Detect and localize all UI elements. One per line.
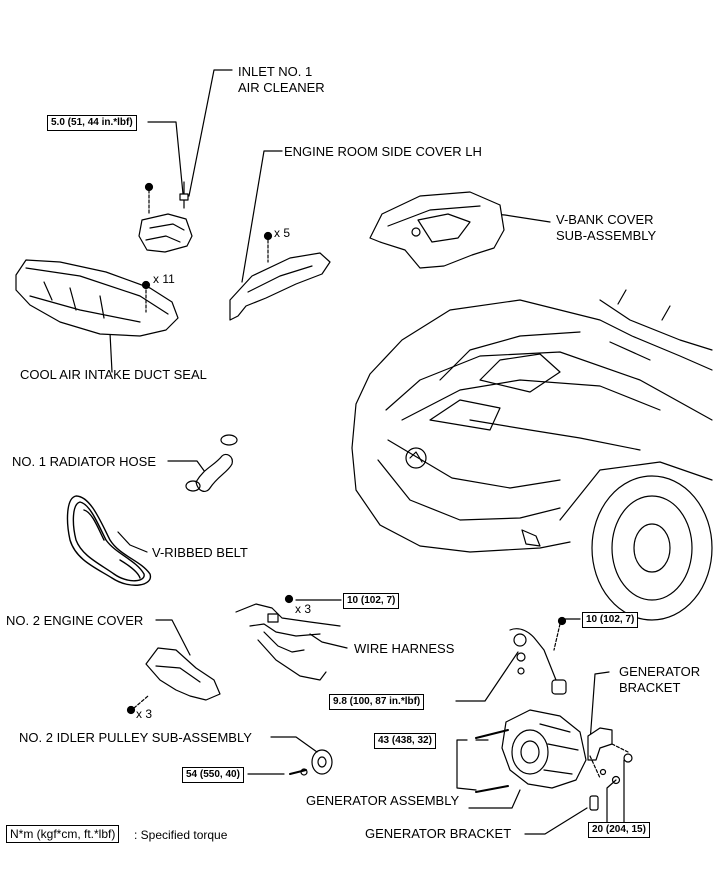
qty-engine-cover-bolts: x 3 <box>136 707 153 721</box>
label-generator-bracket-line1: GENERATOR <box>619 664 701 679</box>
label-generator-bracket-bottom: GENERATOR BRACKET <box>365 826 512 841</box>
qty-harness-bolts: x 3 <box>295 602 312 616</box>
wire-harness-drawing <box>235 594 341 681</box>
label-vbank-cover-line1: V-BANK COVER <box>556 212 654 227</box>
legend-description: : Specified torque <box>134 828 228 842</box>
generator-assembly-drawing <box>475 709 587 793</box>
label-engine-cover-2: NO. 2 ENGINE COVER <box>6 613 144 628</box>
label-cool-air-intake: COOL AIR INTAKE DUCT SEAL <box>20 367 207 382</box>
radiator-hose-drawing <box>185 434 238 492</box>
torque-bracket-bolt: 20 (204, 15) <box>588 822 650 838</box>
label-engine-room-side-cover: ENGINE ROOM SIDE COVER LH <box>284 144 482 159</box>
torque-inlet: 5.0 (51, 44 in.*lbf) <box>47 115 137 131</box>
label-inlet-air-cleaner-line1: INLET NO. 1 <box>238 64 313 79</box>
qty-side-cover-bolts: x 5 <box>274 226 291 240</box>
legend-torque-unit: N*m (kgf*cm, ft.*lbf) <box>6 825 120 843</box>
torque-generator-terminal: 10 (102, 7) <box>582 612 639 628</box>
label-vbank-cover-line2: SUB-ASSEMBLY <box>556 228 657 243</box>
engine-cover-2-drawing <box>126 647 221 715</box>
label-inlet-air-cleaner-line2: AIR CLEANER <box>238 80 325 95</box>
torque-harness: 10 (102, 7) <box>343 593 400 609</box>
torque-generator-bolt: 43 (438, 32) <box>374 733 436 749</box>
label-generator-bracket-line2: BRACKET <box>619 680 681 695</box>
vbank-cover-drawing <box>369 191 505 269</box>
torque-idler-pulley: 54 (550, 40) <box>182 767 244 783</box>
label-radiator-hose: NO. 1 RADIATOR HOSE <box>12 454 156 469</box>
label-vribbed-belt: V-RIBBED BELT <box>152 545 248 560</box>
leader-lines <box>109 69 625 835</box>
idler-pulley-drawing <box>289 749 333 776</box>
label-idler-pulley: NO. 2 IDLER PULLEY SUB-ASSEMBLY <box>19 730 252 745</box>
label-wire-harness: WIRE HARNESS <box>354 641 455 656</box>
inlet-air-cleaner-drawing <box>138 181 193 253</box>
vribbed-belt-drawing <box>66 495 151 586</box>
vehicle-front-drawing <box>351 289 713 621</box>
cool-air-intake-duct-seal-drawing <box>15 259 179 337</box>
torque-terminal-nut: 9.8 (100, 87 in.*lbf) <box>329 694 425 710</box>
engine-room-side-cover-drawing <box>229 231 331 321</box>
qty-duct-seal-clips: x 11 <box>153 272 175 286</box>
generator-terminal-drawing <box>509 616 567 695</box>
generator-bracket-drawing <box>587 727 633 811</box>
label-generator-assembly: GENERATOR ASSEMBLY <box>306 793 460 808</box>
